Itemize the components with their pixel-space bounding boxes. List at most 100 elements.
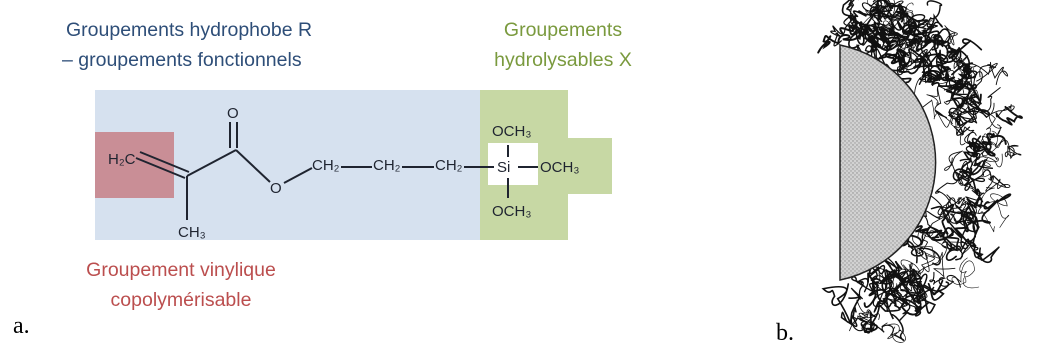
polymer-chain (909, 270, 935, 295)
polymer-chain (950, 115, 966, 146)
polymer-chain (906, 240, 941, 266)
polymer-chain (873, 266, 906, 293)
polymer-chain (968, 61, 1009, 86)
vinyl-label-line2: copolymérisable (110, 289, 252, 311)
polymer-chain (955, 57, 976, 79)
ester-oxygen: O (270, 180, 282, 197)
polymer-chain (968, 135, 982, 156)
polymer-chain (961, 126, 977, 145)
polymer-chain (872, 287, 900, 313)
polymer-chain (861, 0, 884, 13)
hydrolysable-region (480, 90, 612, 240)
polymer-chain (964, 211, 980, 248)
polymer-chain (905, 24, 931, 52)
polymer-chain (866, 0, 899, 31)
polymer-chain (900, 259, 921, 297)
polymer-chain (986, 102, 1015, 118)
polymer-chain (995, 140, 1022, 160)
polymer-chain (871, 2, 884, 22)
polymer-chain (929, 271, 961, 288)
polymer-chain (879, 0, 911, 25)
polymer-chain (944, 150, 969, 185)
polymer-chain (958, 105, 978, 116)
polymer-chain (918, 252, 956, 278)
panel-label-a: a. (13, 313, 30, 339)
polymer-chain (850, 281, 865, 300)
polymer-chain (981, 132, 1007, 146)
polymer-chain (926, 225, 955, 242)
polymer-chain (976, 62, 998, 82)
polymer-chain (941, 203, 964, 235)
polymer-chain (951, 46, 974, 79)
vinyl-region (95, 132, 174, 198)
polymer-chain (856, 299, 880, 330)
polymer-chain (965, 143, 982, 160)
methoxy-top: OCH₃ (492, 123, 531, 140)
polymer-chain (926, 0, 943, 29)
silicon-atom: Si (497, 159, 510, 176)
polymer-chain (943, 236, 960, 262)
polymer-chain (840, 306, 858, 327)
polymer-chain (817, 24, 861, 54)
polymer-chain (839, 15, 876, 36)
polymer-chain (929, 195, 965, 224)
polymer-chain (956, 105, 988, 136)
polymer-chain (972, 244, 1000, 264)
methyl-group: CH₃ (178, 224, 206, 241)
carbonyl-oxygen: O (227, 105, 239, 122)
polymer-chain (870, 30, 920, 50)
polymer-chain (995, 105, 1023, 126)
panel-label-b: b. (776, 320, 794, 346)
bonds (135, 122, 538, 220)
polymer-chain (934, 85, 953, 124)
polymer-chain (951, 240, 979, 261)
polymer-chain (975, 114, 1002, 144)
methoxy-right: OCH₃ (540, 159, 579, 176)
polymer-chain (960, 198, 983, 217)
polymer-chain (851, 276, 879, 294)
polymer-chain (902, 262, 928, 298)
polymer-chain (888, 287, 918, 314)
polymer-chain (905, 277, 921, 303)
polymer-chain (916, 215, 947, 255)
polymer-chain (931, 63, 958, 87)
polymer-chain (849, 309, 873, 332)
polymer-chain (889, 26, 927, 49)
polymer-chain (912, 236, 935, 273)
methoxy-bottom: OCH₃ (492, 203, 531, 220)
polymer-chain (958, 178, 995, 203)
polymer-chain (945, 63, 971, 100)
ch2-group-3: CH₂ (435, 157, 463, 174)
polymer-chain (944, 74, 966, 91)
particle-sphere (839, 44, 937, 281)
h2c-atom: H₂C (108, 151, 136, 168)
ch2-group-2: CH₂ (373, 157, 401, 174)
hydrolysable-label-line2: hydrolysables X (494, 49, 632, 71)
polymer-chain (898, 48, 920, 75)
polymer-chain (919, 42, 940, 83)
polymer-chain (896, 56, 921, 74)
polymer-chain (946, 41, 957, 59)
polymer-chain (871, 260, 903, 292)
polymer-chain (942, 194, 990, 214)
polymer-chain (900, 48, 949, 69)
hydrolysable-label-line1: Groupements (503, 19, 623, 41)
polymer-chain (972, 193, 1012, 235)
polymer-chain (951, 257, 980, 289)
polymer-chain (978, 193, 1010, 232)
si-center-box (488, 143, 538, 185)
polymer-chain (855, 21, 882, 48)
polymer-chain (850, 316, 894, 336)
polymer-chain (914, 25, 941, 68)
polymer-chain (898, 270, 912, 284)
vinyl-label-line1: Groupement vinylique (86, 259, 276, 281)
polymer-chain (985, 175, 1011, 192)
polymer-chain (954, 213, 969, 242)
hydrophobic-label-line2: – groupements fonctionnels (62, 49, 302, 71)
polymer-chain (858, 16, 901, 49)
polymer-chains (817, 0, 1023, 343)
polymer-chain (959, 158, 986, 192)
